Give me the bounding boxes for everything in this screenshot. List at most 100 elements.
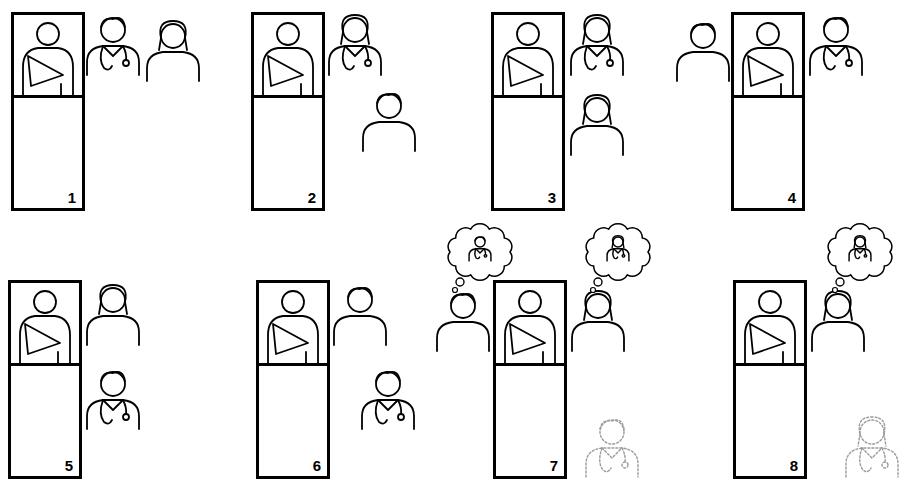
- collar: [345, 46, 365, 56]
- hair: [101, 18, 125, 27]
- stethoscope-bell: [622, 255, 625, 258]
- doctor-icon: [87, 372, 139, 429]
- stethoscope-bell: [398, 414, 404, 420]
- doctor-icon: [571, 15, 623, 75]
- patient-icon: [743, 23, 793, 95]
- head: [691, 24, 715, 48]
- hair: [858, 417, 886, 446]
- bed-divider: [11, 363, 79, 366]
- thought-bubble: [586, 224, 650, 293]
- stethoscope-bell: [622, 462, 628, 468]
- head: [586, 294, 610, 318]
- stethoscope-bell: [123, 414, 129, 420]
- arm-sling: [748, 56, 783, 86]
- stethoscope-bell: [365, 60, 371, 66]
- hair: [824, 18, 848, 27]
- patient-icon: [23, 23, 73, 95]
- head: [101, 372, 125, 396]
- patient-icon: [745, 291, 795, 363]
- arm-sling: [750, 324, 785, 354]
- visitor-icon: [571, 95, 623, 155]
- doctor-icon: [87, 18, 139, 75]
- patient-icon: [263, 23, 313, 95]
- callout-number: 7: [550, 458, 558, 475]
- stethoscope: [855, 249, 866, 259]
- head: [585, 98, 609, 122]
- stethoscope: [101, 400, 126, 424]
- visitor-icon: [363, 94, 415, 151]
- shoulders: [607, 249, 629, 261]
- arm-sling: [508, 56, 543, 86]
- collar: [103, 46, 123, 56]
- head: [451, 294, 475, 318]
- thought-bubble: [828, 224, 892, 293]
- head: [613, 237, 623, 247]
- hair: [101, 372, 125, 381]
- bed-box: 8: [733, 280, 807, 479]
- shoulders: [586, 448, 638, 477]
- stethoscope-bell: [607, 60, 613, 66]
- head: [585, 18, 609, 42]
- patient-icon: [505, 291, 555, 363]
- shoulders: [329, 46, 381, 75]
- visitor-icon: [572, 291, 624, 351]
- arm-sling: [25, 324, 60, 354]
- head: [855, 237, 865, 247]
- head: [475, 237, 485, 247]
- shoulders: [849, 249, 871, 261]
- visitor-icon: [677, 24, 729, 81]
- collar: [378, 400, 398, 410]
- absent-doctor-icon: [846, 417, 898, 477]
- hair: [691, 24, 715, 33]
- callout-number: 5: [65, 458, 73, 475]
- shoulders: [677, 52, 729, 81]
- collar: [587, 46, 607, 56]
- head: [377, 94, 401, 118]
- doctor-icon: [810, 18, 862, 75]
- stethoscope: [824, 46, 849, 70]
- shoulders: [812, 322, 864, 351]
- patient-icon: [503, 23, 553, 95]
- bed-box: 2: [251, 12, 325, 211]
- collar: [856, 249, 864, 253]
- visitor-icon: [87, 285, 139, 345]
- shoulders: [87, 400, 139, 429]
- shoulders: [571, 46, 623, 75]
- hair: [159, 21, 187, 50]
- bed-box: 5: [8, 280, 82, 479]
- callout-number: 2: [308, 190, 316, 207]
- head: [348, 288, 372, 312]
- stethoscope: [600, 448, 625, 472]
- imagined-doctor-icon: [469, 237, 491, 261]
- bed-box: 3: [491, 12, 565, 211]
- hair: [854, 236, 866, 248]
- shoulders: [469, 249, 491, 261]
- hair: [583, 15, 611, 44]
- callout-number: 6: [313, 458, 321, 475]
- collar: [826, 46, 846, 56]
- callout-number: 3: [548, 190, 556, 207]
- visitor-icon: [334, 288, 386, 345]
- hair: [600, 420, 624, 429]
- bed-divider: [496, 363, 564, 366]
- shoulders: [147, 52, 199, 81]
- arm-sling: [273, 324, 308, 354]
- callout-number: 1: [68, 190, 76, 207]
- imagined-doctor-icon: [849, 236, 871, 261]
- imagined-doctor-icon: [607, 236, 629, 261]
- head: [161, 24, 185, 48]
- bed-divider: [259, 363, 327, 366]
- shoulders: [363, 122, 415, 151]
- arm-sling: [510, 324, 545, 354]
- visitor-icon: [147, 21, 199, 81]
- head: [376, 372, 400, 396]
- shoulders: [437, 322, 489, 351]
- hair: [376, 372, 400, 381]
- collar: [862, 448, 882, 458]
- bed-divider: [736, 363, 804, 366]
- bed-divider: [494, 95, 562, 98]
- collar: [103, 400, 123, 410]
- bed-box: 4: [731, 12, 805, 211]
- bed-box: 6: [256, 280, 330, 479]
